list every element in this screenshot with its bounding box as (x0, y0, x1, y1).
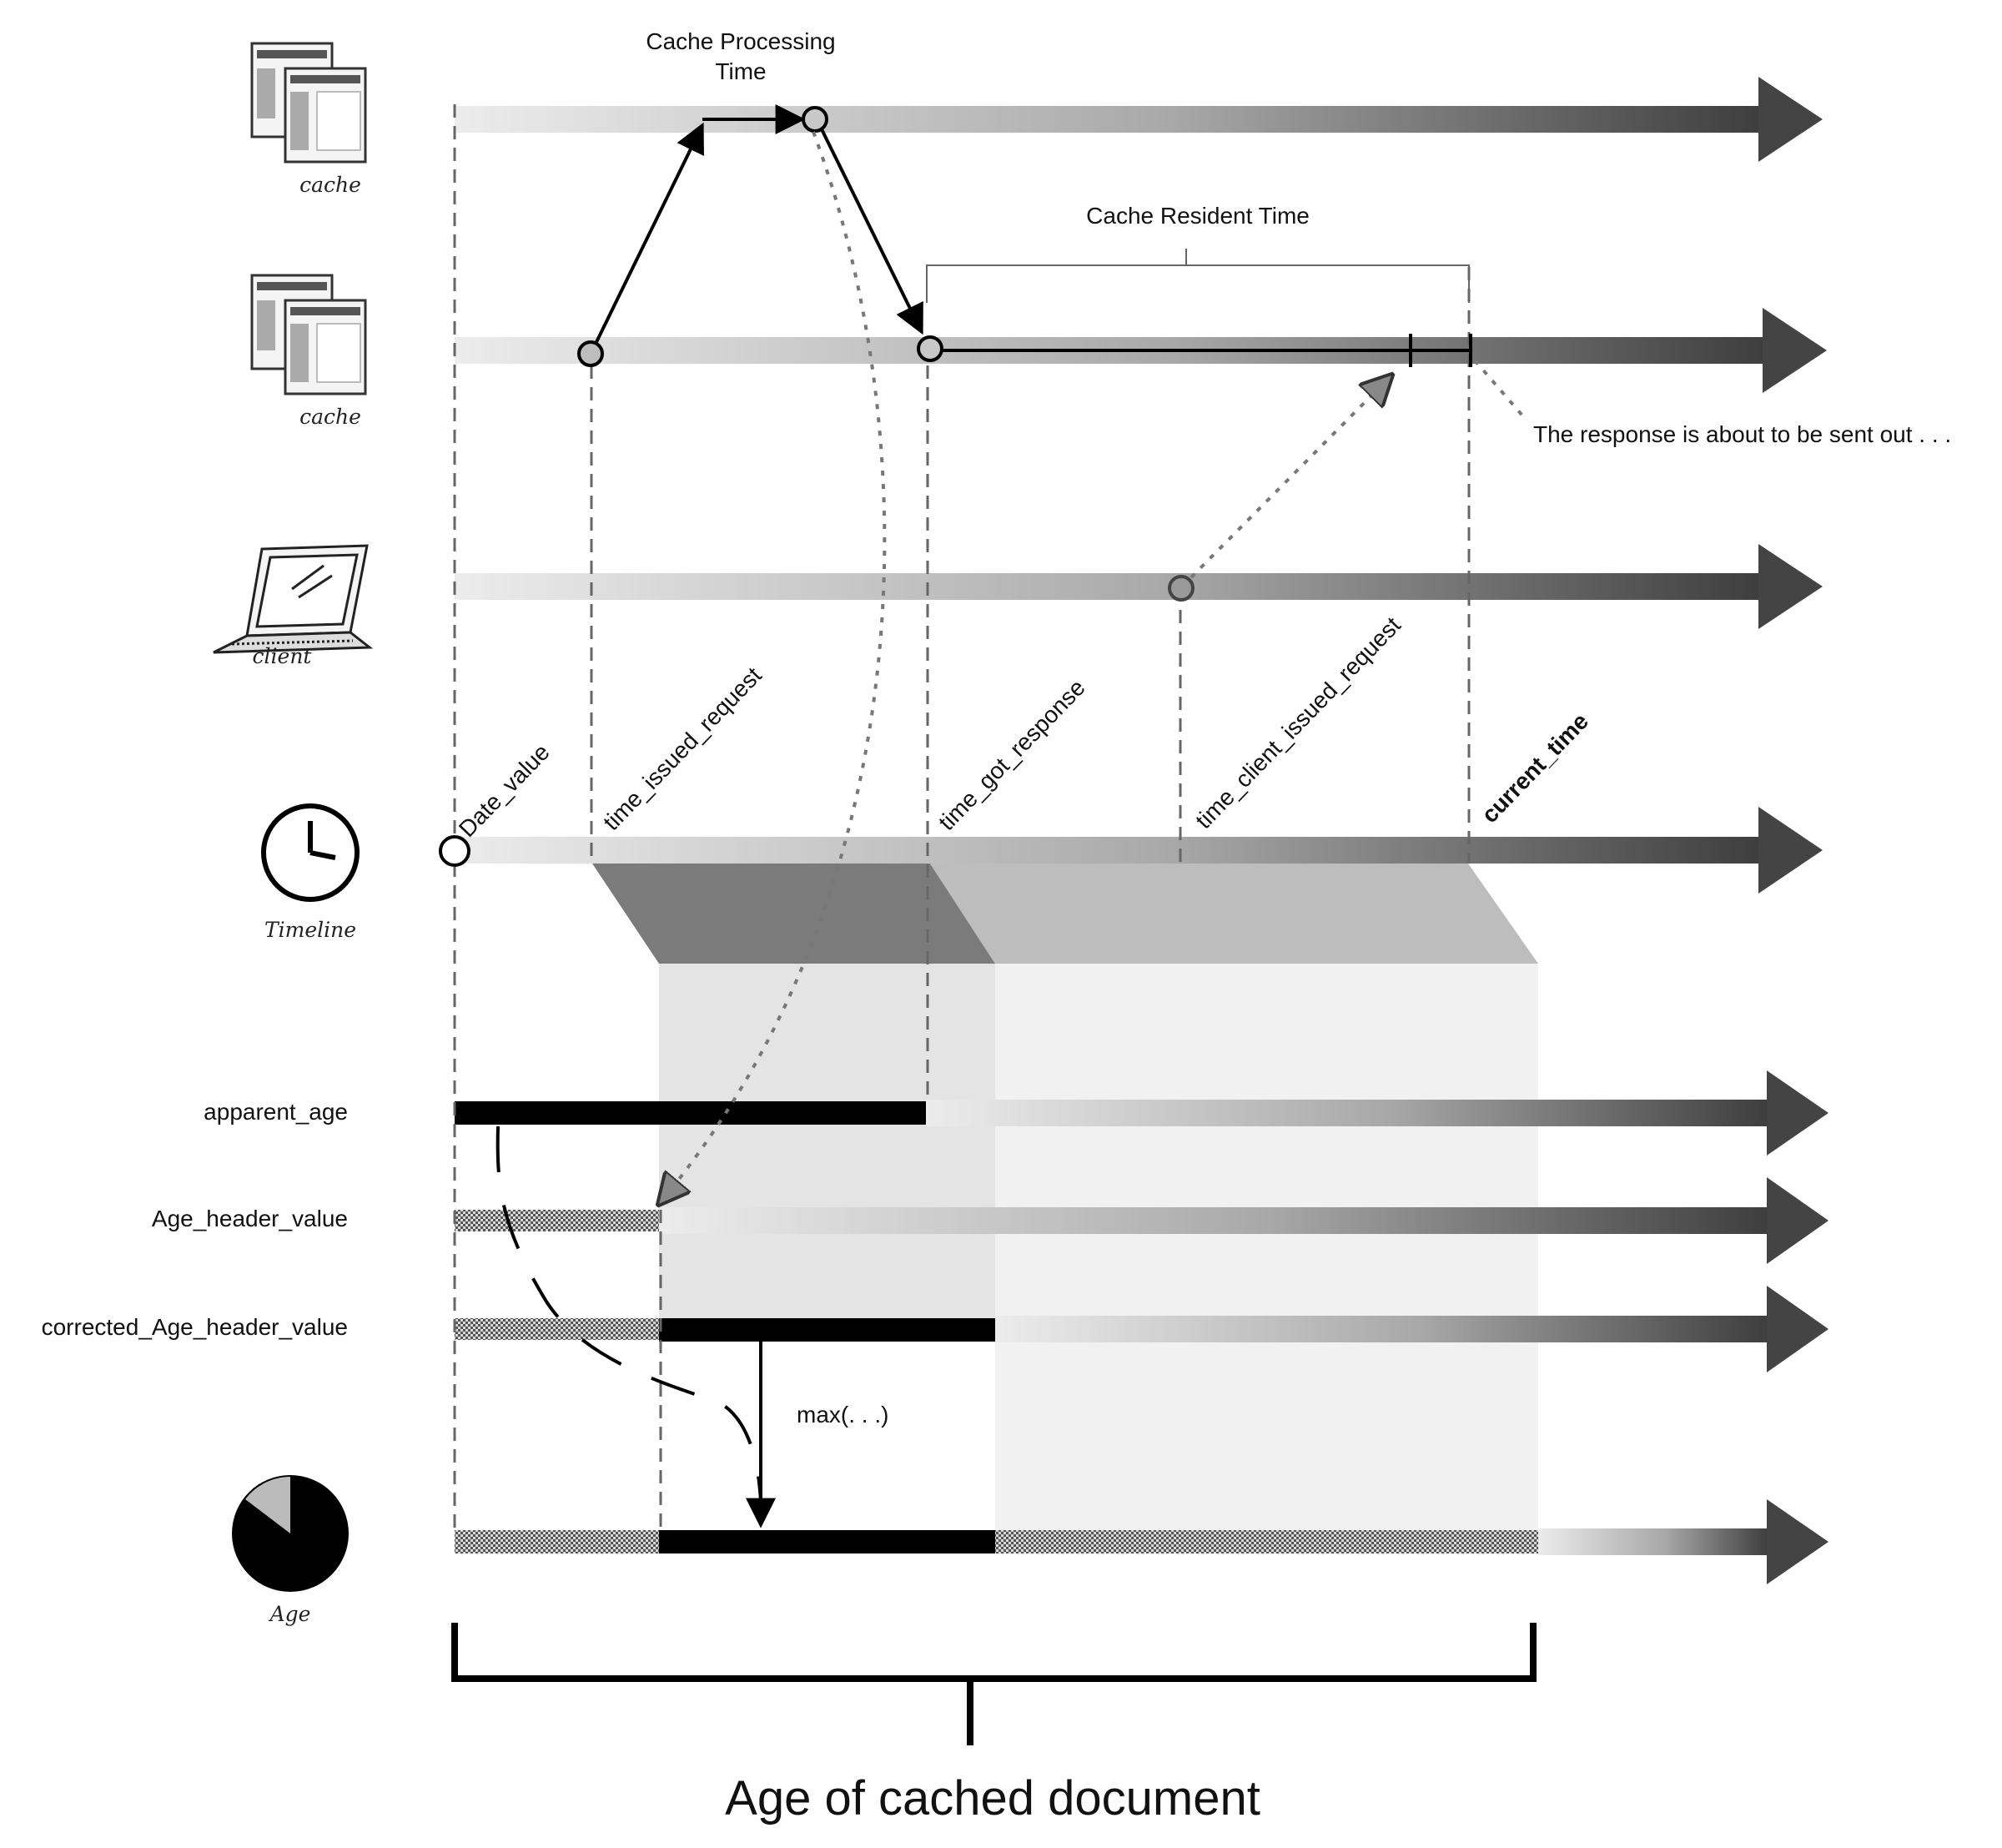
processing-column (659, 964, 995, 1331)
got-response-circle (917, 335, 943, 362)
time-got-response-mark: time_got_response (933, 674, 1090, 835)
age-bracket (451, 1623, 1537, 1745)
max-function-label: max(. . .) (797, 1402, 888, 1428)
row-apparent-age (455, 1070, 1828, 1156)
corrected-age-segment (659, 1318, 995, 1342)
diagram-footer-title: Age of cached document (725, 1771, 1260, 1825)
resident-bracket-shape (926, 264, 1470, 303)
age-label: Age (269, 1602, 311, 1626)
timeline-bar (926, 1100, 1768, 1126)
cache-resident-time-label: Cache Resident Time (1086, 203, 1310, 229)
cache-processing-label-2: Time (715, 58, 766, 84)
age-checker-right (995, 1530, 1538, 1553)
arrowhead (1767, 1177, 1828, 1264)
response-pointer (1473, 359, 1524, 417)
cache-top-label: cache (299, 173, 361, 197)
arrowhead (1767, 1286, 1828, 1372)
timeline-bar (455, 106, 1760, 133)
current-time-mark: current_time (1476, 708, 1593, 828)
cache-processing-circle (802, 106, 828, 133)
arrowhead (1758, 807, 1823, 894)
cache-processing-label-1: Cache Processing (646, 28, 835, 54)
cache-resident-bracket (926, 249, 1470, 303)
age-header-value-label: Age_header_value (152, 1206, 348, 1231)
resident-slant (930, 864, 1538, 964)
cache-icon-top (250, 42, 367, 164)
date-value-circle (439, 835, 470, 867)
request-response-flow (595, 104, 1472, 367)
row-age-header (455, 1177, 1828, 1264)
client-to-cache-arrow (1190, 375, 1391, 579)
timeline-bar (455, 837, 1760, 864)
arrowhead (1763, 308, 1827, 393)
resident-column (995, 964, 1538, 1535)
timeline-bar (1538, 1528, 1768, 1555)
row-corrected-age (455, 1286, 1828, 1372)
response-arrow (820, 128, 923, 335)
row-timeline (455, 807, 1823, 894)
age-header-origin-arrow (659, 131, 887, 1204)
date-value-mark: Date_value (454, 739, 555, 842)
client-request-circle (1168, 575, 1195, 602)
age-header-segment (455, 1210, 659, 1231)
corrected-age-header-value-label: corrected_Age_header_value (42, 1314, 348, 1340)
row-client (455, 544, 1823, 629)
shaded-projection (592, 864, 1538, 1535)
event-circles (439, 106, 1195, 867)
age-solid-segment (659, 1530, 995, 1553)
row-age (455, 1499, 1828, 1584)
age-bracket-shape (451, 1623, 1537, 1682)
time-issued-request-mark: time_issued_request (598, 662, 767, 836)
age-checker-left (455, 1530, 659, 1553)
apparent-age-segment (455, 1101, 926, 1125)
response-about-to-send-label: The response is about to be sent out . .… (1533, 421, 1951, 447)
client-label: client (253, 644, 313, 668)
timeline-label: Timeline (264, 918, 356, 942)
timeline-bar (659, 1207, 1768, 1234)
processing-slant (592, 864, 995, 964)
cache-mid-label: cache (299, 405, 361, 429)
issued-request-circle (577, 340, 604, 367)
cache-icon-mid (250, 274, 367, 395)
max-input-curve (495, 1125, 762, 1503)
timeline-bar (995, 1316, 1768, 1342)
arrowhead (1758, 77, 1823, 162)
timeline-bar (455, 573, 1760, 600)
arrowhead (1767, 1499, 1828, 1584)
arrowhead (1767, 1070, 1828, 1156)
arrowhead (1758, 544, 1823, 629)
laptop-icon (213, 544, 374, 654)
row-cache-top (455, 77, 1823, 162)
pie-age-icon (232, 1475, 349, 1592)
corrected-age-checker (455, 1318, 659, 1340)
dotted-arrows (659, 131, 1524, 1204)
apparent-age-label: apparent_age (204, 1099, 348, 1125)
request-arrow (595, 122, 704, 343)
clock-icon (261, 803, 360, 902)
time-client-issued-request-mark: time_client_issued_request (1190, 612, 1406, 833)
